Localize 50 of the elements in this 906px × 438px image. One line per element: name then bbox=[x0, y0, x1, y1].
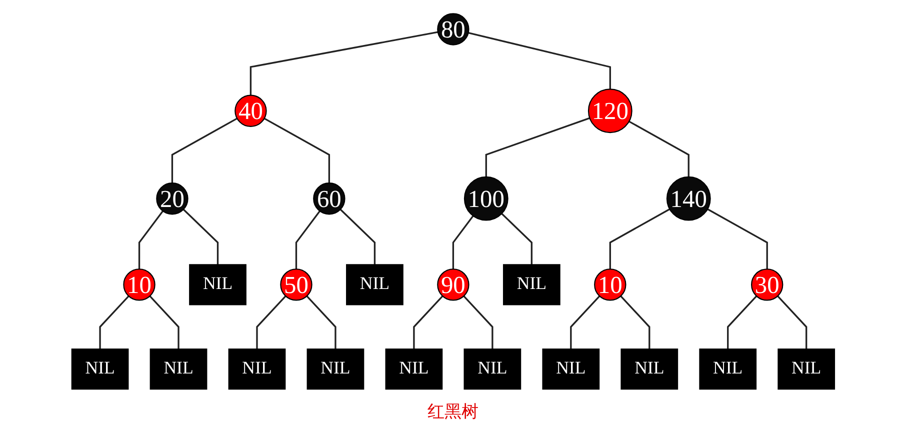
connector bbox=[620, 296, 650, 350]
connector bbox=[340, 208, 376, 265]
node-circle: 140 bbox=[666, 176, 711, 221]
connector bbox=[412, 296, 444, 350]
node-box: NIL bbox=[71, 348, 129, 390]
node-box: NIL bbox=[306, 348, 364, 390]
connector bbox=[306, 296, 336, 350]
node-circle: 40 bbox=[234, 94, 267, 127]
connector bbox=[462, 296, 494, 350]
connector bbox=[500, 213, 532, 265]
node-box: NIL bbox=[777, 348, 835, 390]
connector bbox=[468, 32, 611, 90]
connector bbox=[99, 296, 130, 350]
node-circle: 30 bbox=[750, 268, 784, 301]
node-box: NIL bbox=[464, 348, 521, 390]
connector bbox=[295, 210, 320, 270]
node-circle: 80 bbox=[436, 13, 470, 46]
node-box: NIL bbox=[228, 348, 286, 390]
node-box: NIL bbox=[346, 264, 404, 306]
connector bbox=[256, 296, 286, 350]
connector bbox=[485, 117, 590, 177]
connector bbox=[149, 296, 180, 350]
node-box: NIL bbox=[502, 264, 560, 306]
caption: 红黑树 bbox=[428, 401, 478, 423]
node-box: NIL bbox=[620, 348, 678, 390]
connector bbox=[171, 118, 238, 184]
node-box: NIL bbox=[542, 348, 600, 390]
connector bbox=[628, 120, 690, 177]
connector bbox=[264, 118, 330, 184]
node-circle: 10 bbox=[122, 268, 156, 301]
node-box: NIL bbox=[188, 264, 246, 306]
node-circle: 90 bbox=[436, 268, 470, 301]
connector bbox=[706, 208, 768, 270]
connector bbox=[452, 215, 474, 270]
connector bbox=[609, 208, 670, 270]
node-box: NIL bbox=[699, 348, 756, 390]
connector bbox=[726, 296, 757, 350]
connector bbox=[138, 210, 164, 270]
node-circle: 120 bbox=[588, 88, 632, 134]
node-circle: 50 bbox=[280, 268, 312, 301]
connector bbox=[776, 296, 807, 350]
connector bbox=[570, 296, 600, 350]
connector bbox=[182, 208, 218, 265]
node-circle: 20 bbox=[156, 182, 188, 215]
node-circle: 60 bbox=[312, 182, 346, 215]
node-circle: 10 bbox=[594, 268, 626, 301]
connector bbox=[250, 31, 438, 96]
node-circle: 100 bbox=[464, 176, 508, 221]
node-box: NIL bbox=[385, 348, 442, 390]
node-box: NIL bbox=[150, 348, 208, 390]
